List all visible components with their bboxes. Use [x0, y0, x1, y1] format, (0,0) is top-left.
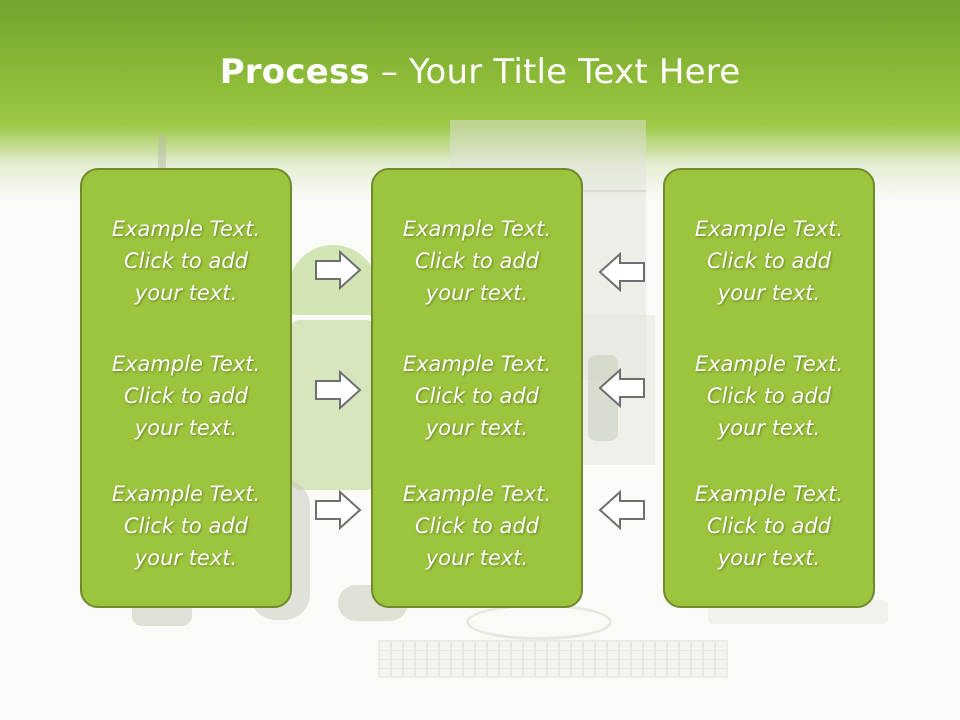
text-line: Example Text. — [402, 217, 552, 241]
title-bold: Process — [219, 52, 370, 92]
text-line: your text. — [425, 281, 529, 305]
text-line: your text. — [425, 546, 529, 570]
monitor-stand-image — [466, 604, 612, 640]
text-line: your text. — [134, 546, 238, 570]
process-box-2[interactable]: Example Text. Click to add your text. Ex… — [371, 168, 583, 608]
keyboard-image — [378, 640, 728, 678]
box-2-text-1[interactable]: Example Text. Click to add your text. — [373, 213, 581, 309]
arrow-right-icon — [314, 250, 362, 290]
box-2-text-3[interactable]: Example Text. Click to add your text. — [373, 478, 581, 574]
text-line: Click to add — [414, 384, 539, 408]
text-line: your text. — [717, 416, 821, 440]
arrow-right-icon — [314, 490, 362, 530]
text-line: your text. — [425, 416, 529, 440]
arrow-right-icon — [314, 370, 362, 410]
text-line: Example Text. — [694, 217, 844, 241]
text-line: Click to add — [123, 249, 248, 273]
text-line: Click to add — [123, 514, 248, 538]
text-line: Click to add — [706, 384, 831, 408]
arrow-left-icon — [598, 252, 646, 292]
text-line: Example Text. — [402, 482, 552, 506]
text-line: Click to add — [414, 514, 539, 538]
box-3-text-2[interactable]: Example Text. Click to add your text. — [665, 348, 873, 444]
slide-title[interactable]: Process – Your Title Text Here — [0, 52, 960, 92]
process-box-1[interactable]: Example Text. Click to add your text. Ex… — [80, 168, 292, 608]
arrow-left-icon — [598, 368, 646, 408]
text-line: Example Text. — [694, 482, 844, 506]
text-line: your text. — [134, 416, 238, 440]
text-line: Example Text. — [694, 352, 844, 376]
text-line: your text. — [134, 281, 238, 305]
box-2-text-2[interactable]: Example Text. Click to add your text. — [373, 348, 581, 444]
text-line: Example Text. — [402, 352, 552, 376]
text-line: Click to add — [123, 384, 248, 408]
box-1-text-1[interactable]: Example Text. Click to add your text. — [82, 213, 290, 309]
text-line: Example Text. — [111, 482, 261, 506]
robot-body-image — [290, 320, 376, 490]
text-line: Click to add — [706, 249, 831, 273]
box-3-text-1[interactable]: Example Text. Click to add your text. — [665, 213, 873, 309]
robot-antenna-image — [158, 135, 166, 175]
box-1-text-2[interactable]: Example Text. Click to add your text. — [82, 348, 290, 444]
box-1-text-3[interactable]: Example Text. Click to add your text. — [82, 478, 290, 574]
text-line: your text. — [717, 281, 821, 305]
title-rest: – Your Title Text Here — [369, 52, 741, 92]
text-line: Click to add — [706, 514, 831, 538]
text-line: Click to add — [414, 249, 539, 273]
text-line: Example Text. — [111, 217, 261, 241]
box-3-text-3[interactable]: Example Text. Click to add your text. — [665, 478, 873, 574]
text-line: your text. — [717, 546, 821, 570]
arrow-left-icon — [598, 490, 646, 530]
text-line: Example Text. — [111, 352, 261, 376]
process-box-3[interactable]: Example Text. Click to add your text. Ex… — [663, 168, 875, 608]
